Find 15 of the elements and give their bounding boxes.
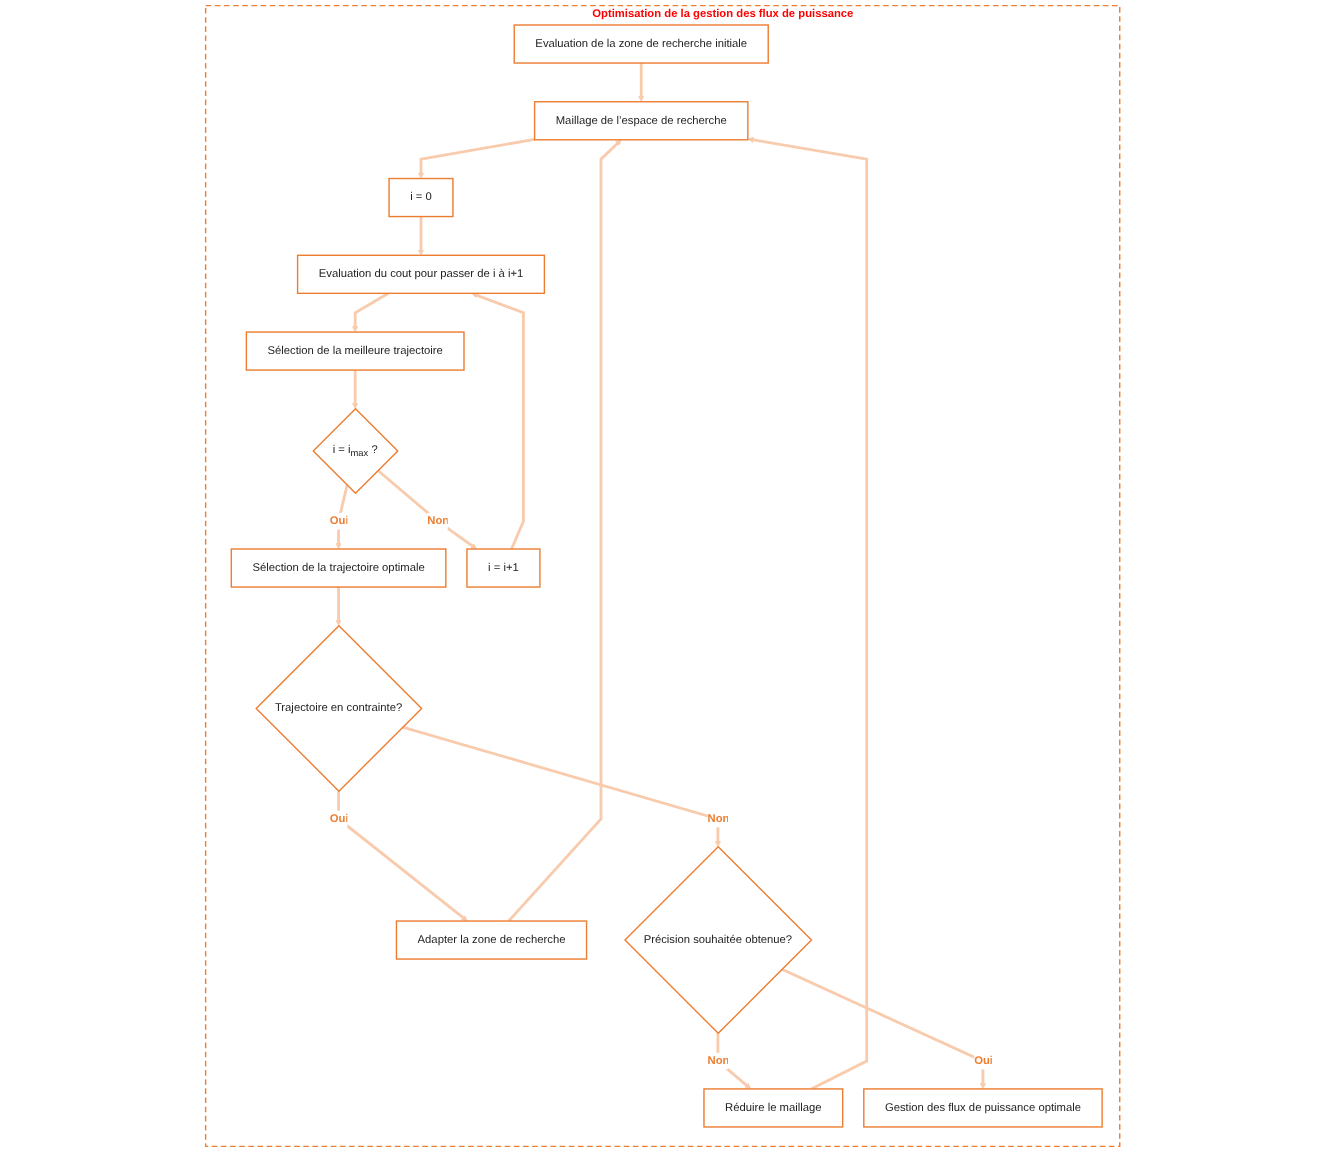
arrow — [747, 136, 869, 1091]
arrow — [402, 725, 722, 848]
arrow — [781, 968, 987, 1090]
arrow — [377, 469, 478, 550]
arrow — [507, 139, 622, 922]
arrow — [352, 292, 390, 333]
arrow — [418, 216, 425, 256]
arrow — [337, 791, 469, 922]
arrow — [638, 63, 645, 103]
arrow — [716, 1033, 752, 1090]
arrow — [335, 587, 342, 627]
arrow — [418, 137, 536, 179]
arrow — [352, 370, 359, 410]
arrow — [335, 484, 349, 550]
arrow — [471, 292, 526, 550]
